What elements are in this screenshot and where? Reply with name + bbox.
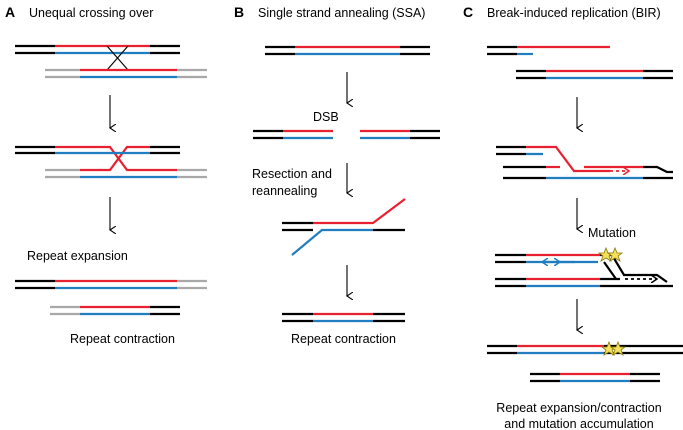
panel-c-title: Break-induced replication (BIR) xyxy=(487,6,661,20)
mutation-star-icon xyxy=(606,246,624,262)
panel-a-contracted-duplex xyxy=(50,305,180,316)
panel-c-label-result-2: and mutation accumulation xyxy=(504,417,653,430)
panel-a-step2-duplexes xyxy=(15,145,207,179)
panel-a-label-contraction: Repeat contraction xyxy=(70,332,175,346)
panel-c-step1-broken-end xyxy=(487,45,610,56)
panel-a-title: Unequal crossing over xyxy=(29,6,153,20)
panel-a-label-expansion: Repeat expansion xyxy=(27,249,128,263)
panel-c-label-result-1: Repeat expansion/contraction xyxy=(496,401,661,415)
panel-b-label-contraction: Repeat contraction xyxy=(291,332,396,346)
panel-b: B Single strand annealing (SSA) DSB Rese… xyxy=(234,4,440,346)
panel-a-step1-lower-duplex xyxy=(45,68,207,79)
panel-c-step3-migration xyxy=(495,246,673,288)
panel-b-contracted-duplex xyxy=(282,312,405,323)
panel-a-step1-upper-duplex xyxy=(15,44,180,55)
panel-a-expanded-duplex xyxy=(15,279,207,290)
panel-c-step2-invasion xyxy=(496,145,673,180)
panel-a-crossover-x xyxy=(106,45,129,71)
panel-b-title: Single strand annealing (SSA) xyxy=(258,6,425,20)
panel-c-step1-template xyxy=(516,69,673,80)
panel-b-intact-duplex xyxy=(265,45,430,56)
panel-b-label-resection-1: Resection and xyxy=(252,167,332,181)
panel-c: C Break-induced replication (BIR) xyxy=(463,4,683,430)
panel-a: A Unequal crossing over xyxy=(5,4,207,346)
panel-b-reannealed-intermediate xyxy=(282,198,406,256)
panel-c-product-mutated-duplex xyxy=(487,340,683,356)
panel-c-label-mutation: Mutation xyxy=(588,226,636,240)
panel-b-broken-duplex xyxy=(253,129,440,140)
panel-b-label-resection-2: reannealing xyxy=(252,184,317,198)
panel-c-letter: C xyxy=(463,4,473,20)
panel-b-label-dsb: DSB xyxy=(313,110,339,124)
panel-a-letter: A xyxy=(5,4,15,20)
panel-c-product-template-duplex xyxy=(530,372,660,383)
mutation-star-icon xyxy=(609,340,627,356)
panel-b-letter: B xyxy=(234,4,244,20)
